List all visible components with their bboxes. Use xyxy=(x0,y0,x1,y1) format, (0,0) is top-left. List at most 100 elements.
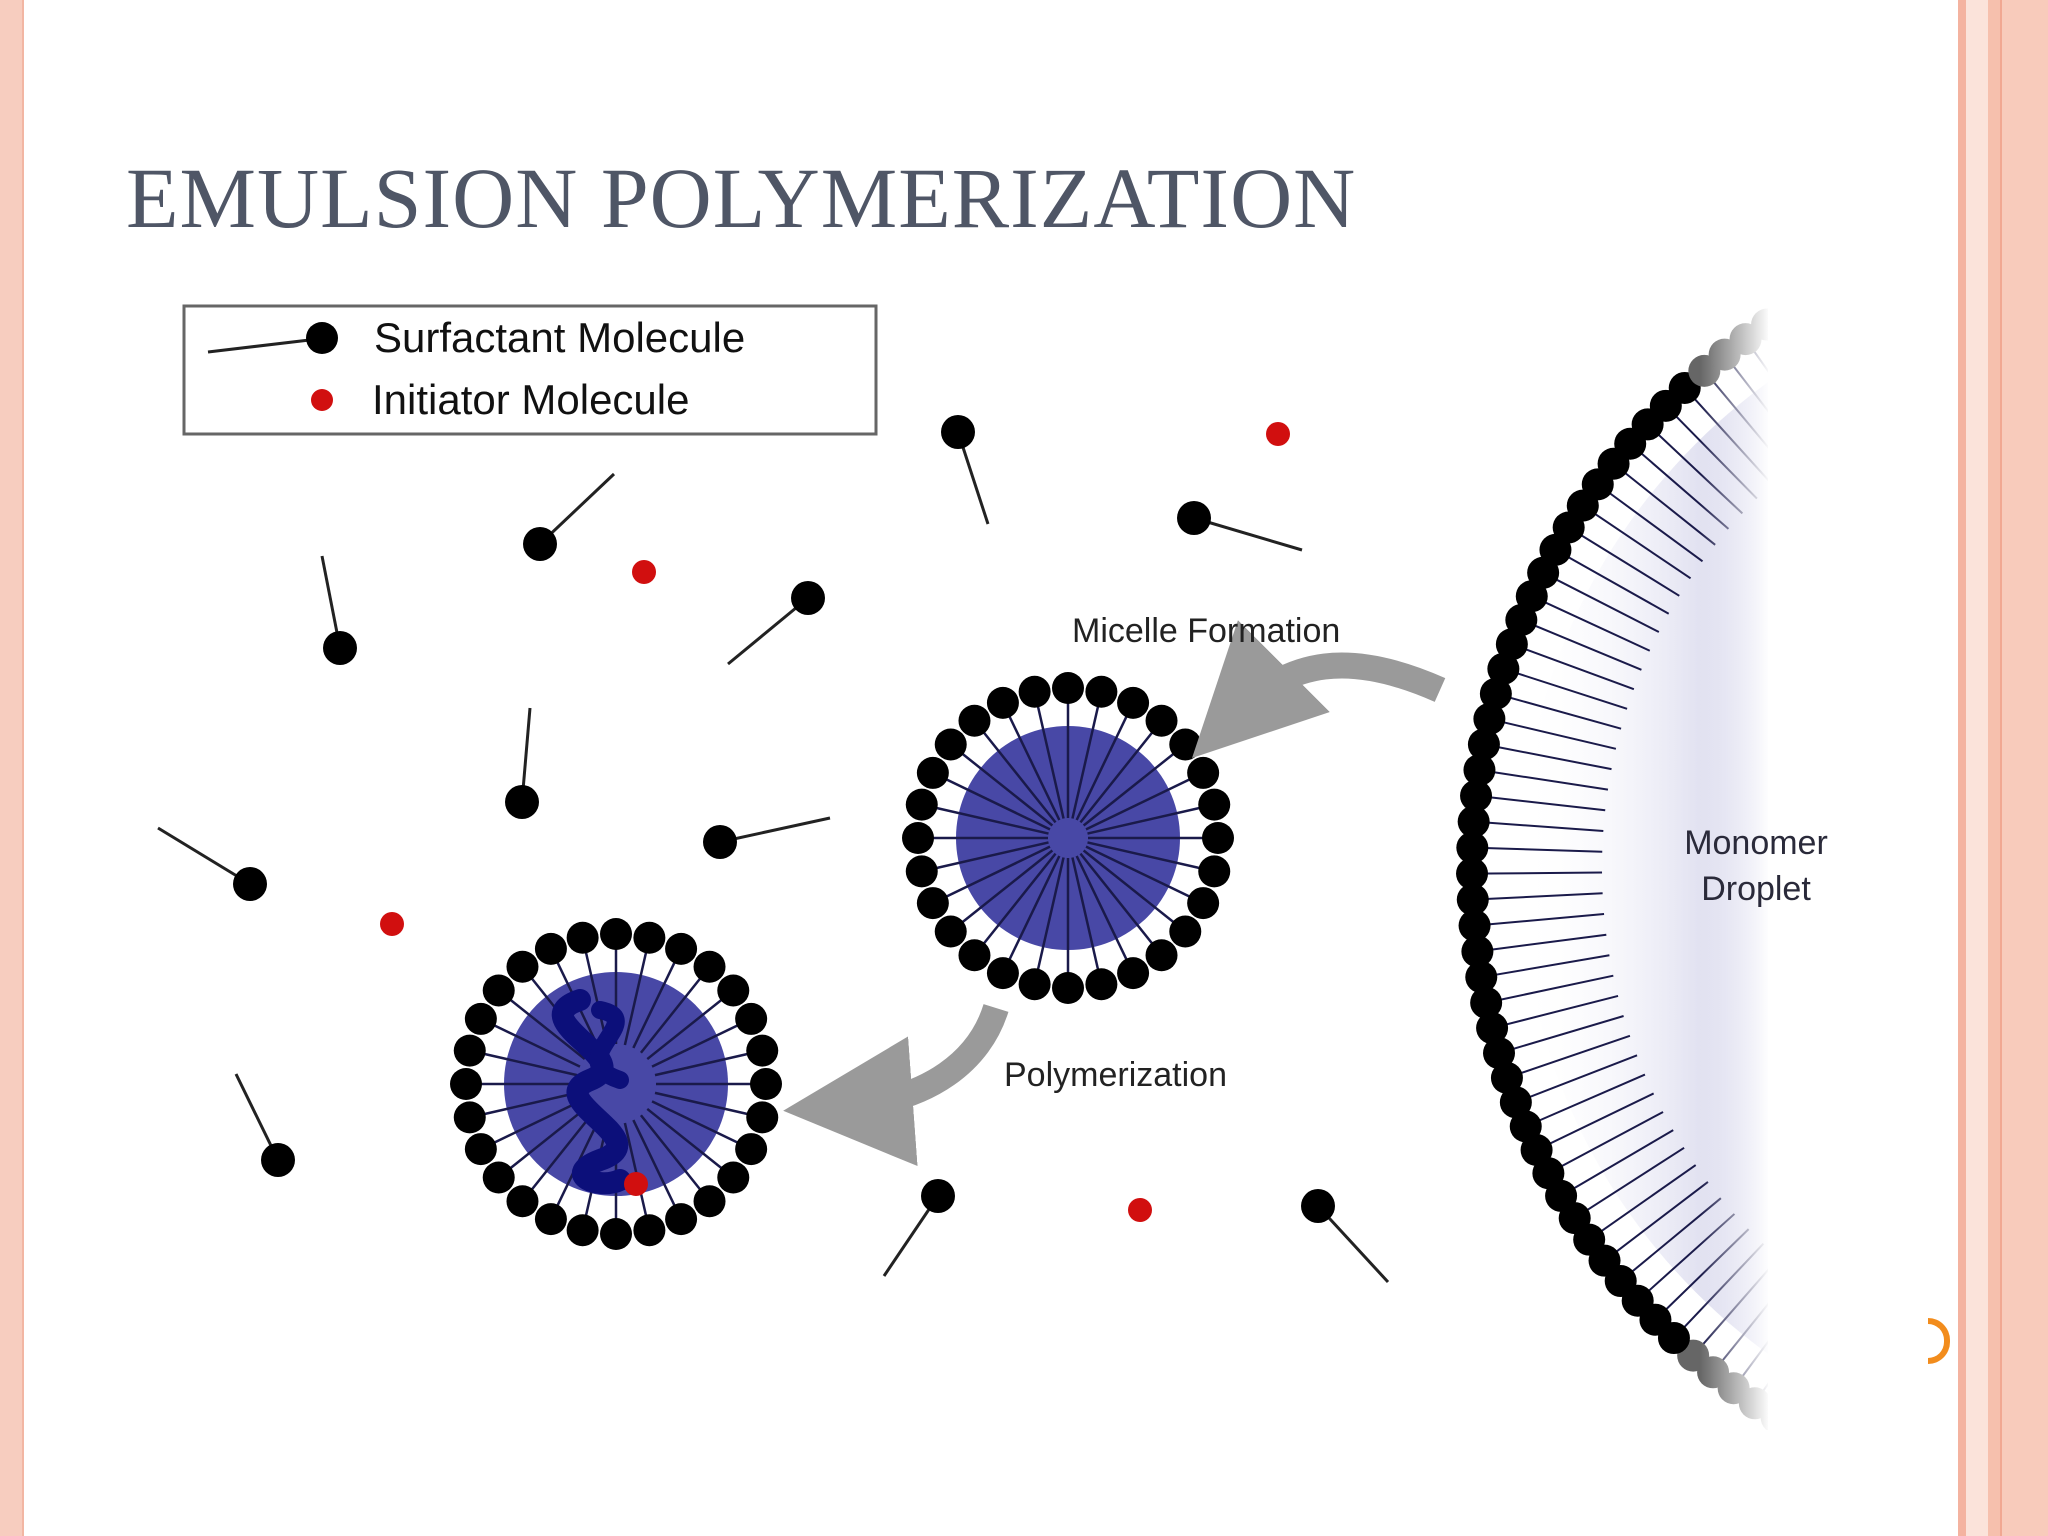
droplet-head xyxy=(1483,1037,1516,1070)
shell-tail xyxy=(632,948,683,1049)
shell-tail xyxy=(1071,691,1103,819)
droplet-fade xyxy=(1700,300,1768,1430)
droplet-tail xyxy=(1597,483,1704,563)
shell-tail xyxy=(632,1119,683,1220)
shell-head xyxy=(934,915,967,948)
droplet-head xyxy=(1463,753,1496,786)
shell-head xyxy=(1169,915,1202,948)
shell-head xyxy=(746,1101,779,1134)
shell-head xyxy=(735,1002,768,1035)
legend-surfactant-tail xyxy=(207,337,319,354)
shell-head xyxy=(600,918,632,950)
initiator-molecule xyxy=(1128,1198,1152,1222)
shell-tail xyxy=(639,965,711,1054)
droplet-tail xyxy=(1473,820,1604,832)
droplet-head xyxy=(1461,935,1494,968)
droplet-tail xyxy=(1560,1129,1674,1197)
droplet-tail xyxy=(1574,1147,1685,1219)
shell-head xyxy=(1145,704,1178,737)
shell-tail xyxy=(949,849,1054,933)
shell-head xyxy=(464,1002,497,1035)
shell-tail xyxy=(1075,702,1135,821)
droplet-tail xyxy=(1481,954,1610,979)
droplet-tail xyxy=(1515,1054,1638,1104)
surfactant-tail xyxy=(727,596,809,666)
droplet-tail xyxy=(1511,643,1635,691)
shell-tail xyxy=(1001,855,1061,974)
shell-tail xyxy=(932,845,1051,905)
micelle xyxy=(902,672,1234,1004)
border-band xyxy=(1958,0,1966,1536)
shell-tail xyxy=(521,1114,593,1203)
shell-head xyxy=(1052,672,1084,704)
shell-tail xyxy=(1082,743,1187,827)
droplet-tail xyxy=(1498,1015,1624,1055)
shell-head xyxy=(1169,728,1202,761)
shell-tail xyxy=(973,852,1057,957)
shell-head xyxy=(1018,968,1051,1001)
shell-tail xyxy=(921,841,1049,873)
shell-tail xyxy=(623,937,651,1046)
legend-surfactant-head xyxy=(306,322,338,354)
slide-title: EMULSION POLYMERIZATION xyxy=(126,150,1357,246)
shell-head xyxy=(450,1068,482,1100)
border-band xyxy=(2000,0,2048,1536)
droplet-tail xyxy=(1489,717,1617,750)
surfactant-head xyxy=(791,581,825,615)
decorative-arc xyxy=(1928,1318,1950,1364)
shell-tail xyxy=(973,719,1057,824)
shell-tail xyxy=(651,1100,752,1151)
surfactant-head xyxy=(921,1179,955,1213)
droplet-tail xyxy=(1582,504,1692,580)
shell-tail xyxy=(1071,857,1103,985)
shell-head xyxy=(902,822,934,854)
shell-head xyxy=(1198,855,1231,888)
shell-head xyxy=(717,974,750,1007)
shell-tail xyxy=(581,937,609,1046)
shell-head xyxy=(1085,968,1118,1001)
shell-head xyxy=(717,1161,750,1194)
droplet-tail xyxy=(1766,323,1768,328)
shell-head xyxy=(1187,756,1220,789)
droplet-tail xyxy=(1588,1164,1697,1241)
free-molecules xyxy=(157,415,1390,1284)
droplet-tail xyxy=(1477,933,1607,953)
droplet-tail xyxy=(1472,846,1603,853)
shell-tail xyxy=(469,1091,578,1119)
monomer-label-line1: Monomer xyxy=(1684,824,1828,862)
shell-head xyxy=(1018,675,1051,708)
droplet-tail xyxy=(1472,871,1603,875)
border-band xyxy=(1988,0,2000,1536)
slide-right-border xyxy=(1958,0,2048,1536)
shell-head xyxy=(986,957,1019,990)
droplet-tail xyxy=(1531,595,1651,652)
surfactant-head xyxy=(505,785,539,819)
shell-tail xyxy=(480,1017,581,1068)
shell-head xyxy=(986,686,1019,719)
shell-head xyxy=(735,1133,768,1166)
shell-tail xyxy=(497,989,586,1061)
surfactant-head xyxy=(523,527,557,561)
legend-box xyxy=(182,304,878,436)
legend-initiator-label: Initiator Molecule xyxy=(372,376,689,423)
droplet-tail xyxy=(1612,462,1716,546)
surfactant-head xyxy=(1177,501,1211,535)
droplet-tail xyxy=(1491,994,1619,1030)
droplet-body xyxy=(1520,382,1768,1354)
shell-head xyxy=(1052,972,1084,1004)
shell-head xyxy=(534,932,567,965)
surfactant-tail xyxy=(157,826,251,886)
droplet-head xyxy=(1499,1086,1532,1119)
shell-tail xyxy=(949,743,1054,827)
droplet-head xyxy=(1473,702,1506,735)
shell-tail xyxy=(651,1017,752,1068)
shell-tail xyxy=(497,1107,586,1179)
shell-tail xyxy=(1033,691,1065,819)
droplet-head xyxy=(1460,779,1493,812)
shell-tail xyxy=(654,1049,763,1077)
droplet-tail xyxy=(1503,667,1628,710)
droplet-tail xyxy=(1472,892,1603,901)
surfactant-head xyxy=(941,415,975,449)
droplet-head xyxy=(1476,1012,1509,1045)
shell-head xyxy=(633,1214,666,1247)
